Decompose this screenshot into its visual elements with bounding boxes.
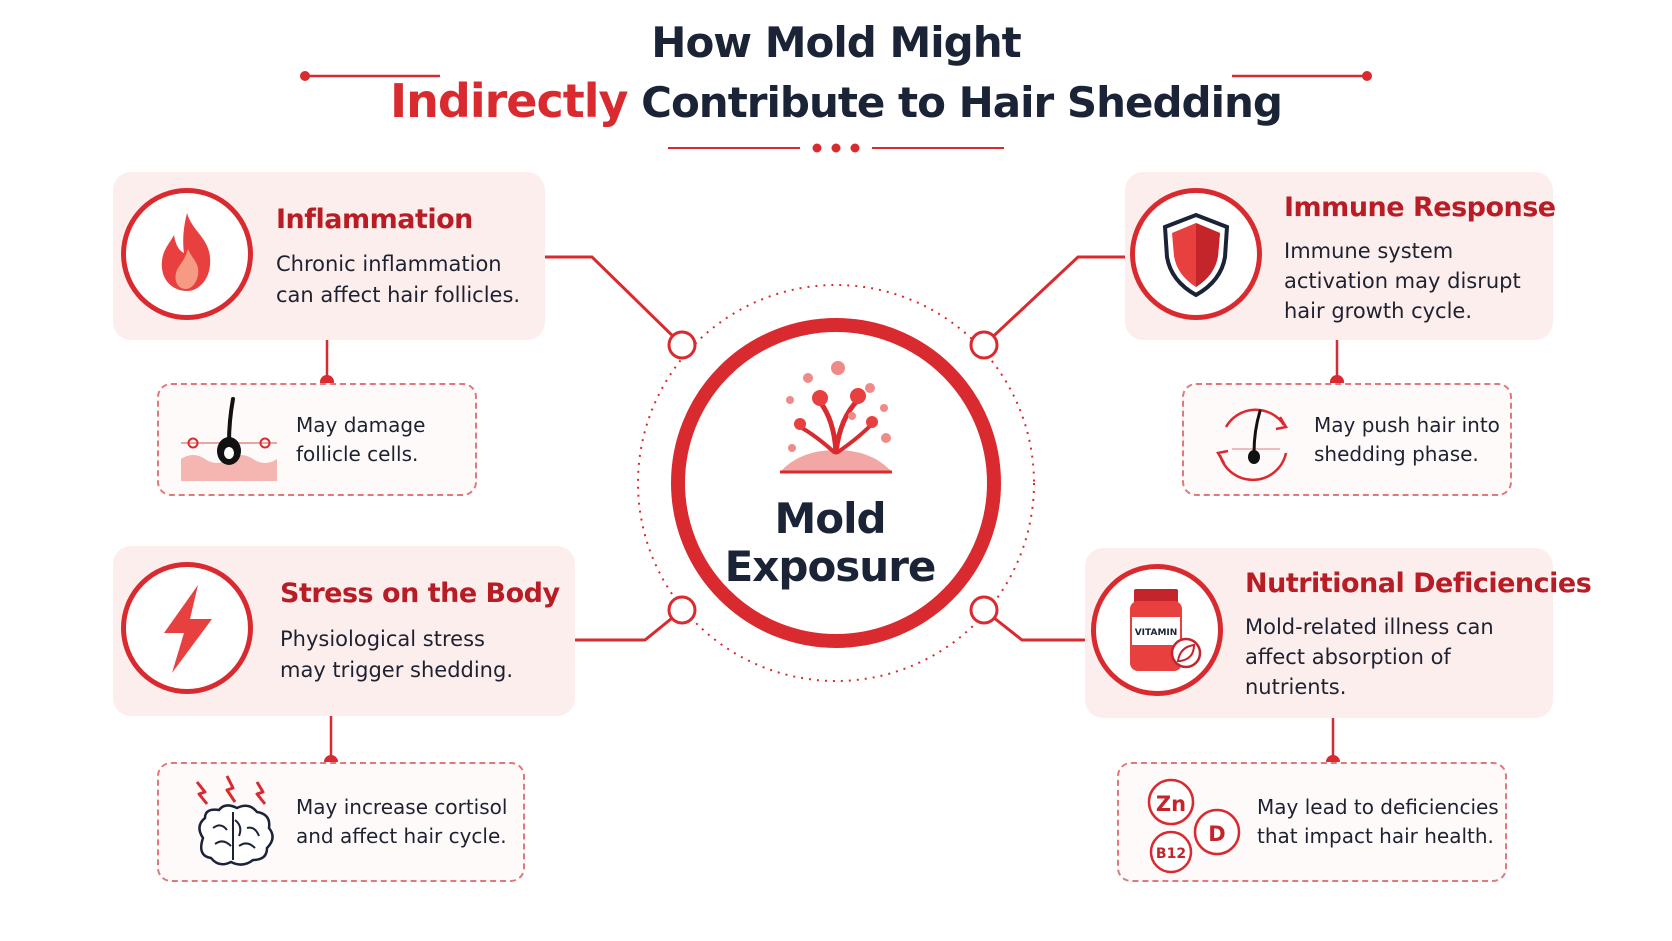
vitamin-d-label: D <box>1208 822 1225 846</box>
brain-icon <box>195 775 274 866</box>
nutrition-text-line-3: nutrients. <box>1245 675 1347 699</box>
nutrition-sub-line-1: May lead to deficiencies <box>1257 795 1499 819</box>
nutrient-icons: Zn D B12 <box>1147 778 1241 874</box>
immune-text-line-3: hair growth cycle. <box>1284 299 1473 323</box>
immune-text-line-2: activation may disrupt <box>1284 269 1521 293</box>
page-title-line-2: Indirectly Contribute to Hair Shedding <box>0 74 1672 128</box>
inflammation-text-line-1: Chronic inflammation <box>276 252 502 276</box>
immune-title: Immune Response <box>1284 192 1556 223</box>
inflammation-sub-line-2: follicle cells. <box>296 442 419 466</box>
inflammation-text-line-2: can affect hair follicles. <box>276 283 521 307</box>
nutrition-text-line-2: affect absorption of <box>1245 645 1451 669</box>
inflammation-sub-line-1: May damage <box>296 413 426 437</box>
lightning-bolt-icon <box>121 562 253 694</box>
nutrition-sub-card: Zn D B12 May lead to deficiencies that i… <box>1117 762 1507 882</box>
nutrition-title: Nutritional Deficiencies <box>1245 568 1592 599</box>
inflammation-card: Inflammation Chronic inflammation can af… <box>113 172 545 340</box>
vitamin-bottle-icon: VITAMIN <box>1091 564 1223 696</box>
stress-card: Stress on the Body Physiological stress … <box>113 546 575 716</box>
immune-sub-line-1: May push hair into <box>1314 413 1500 437</box>
zinc-label: Zn <box>1156 792 1186 816</box>
immune-sub-card: May push hair into shedding phase. <box>1182 383 1512 496</box>
hair-cycle-icon <box>1216 408 1288 482</box>
title-accent-word: Indirectly <box>390 74 628 128</box>
stress-text-line-1: Physiological stress <box>280 627 485 651</box>
shield-icon <box>1130 188 1262 320</box>
stress-sub-line-1: May increase cortisol <box>296 795 508 819</box>
bottle-label: VITAMIN <box>1135 628 1178 638</box>
hair-follicle-icon <box>181 397 277 481</box>
stress-sub-card: May increase cortisol and affect hair cy… <box>157 762 525 882</box>
nutrition-sub-line-2: that impact hair health. <box>1257 824 1494 848</box>
b12-label: B12 <box>1156 846 1186 862</box>
stress-sub-line-2: and affect hair cycle. <box>296 824 507 848</box>
nutrition-card: VITAMIN Nutritional Deficiencies Mold-re… <box>1085 548 1592 718</box>
zinc-icon <box>1147 778 1195 826</box>
immune-sub-line-2: shedding phase. <box>1314 442 1479 466</box>
nutrition-text-line-1: Mold-related illness can <box>1245 615 1494 639</box>
inflammation-sub-card: May damage follicle cells. <box>157 383 477 496</box>
stress-text-line-2: may trigger shedding. <box>280 658 513 682</box>
vitamin-d-icon <box>1193 808 1241 856</box>
immune-text-line-1: Immune system <box>1284 239 1454 263</box>
b12-icon <box>1149 830 1193 874</box>
center-title-line-2: Exposure <box>724 542 937 591</box>
title-rest: Contribute to Hair Shedding <box>627 78 1283 127</box>
stress-title: Stress on the Body <box>280 578 560 609</box>
center-title-line-1: Mold <box>774 494 886 543</box>
page-title-line-1: How Mold Might <box>651 18 1021 67</box>
flame-icon <box>121 188 253 320</box>
immune-card: Immune Response Immune system activation… <box>1125 172 1556 340</box>
inflammation-title: Inflammation <box>276 204 473 235</box>
